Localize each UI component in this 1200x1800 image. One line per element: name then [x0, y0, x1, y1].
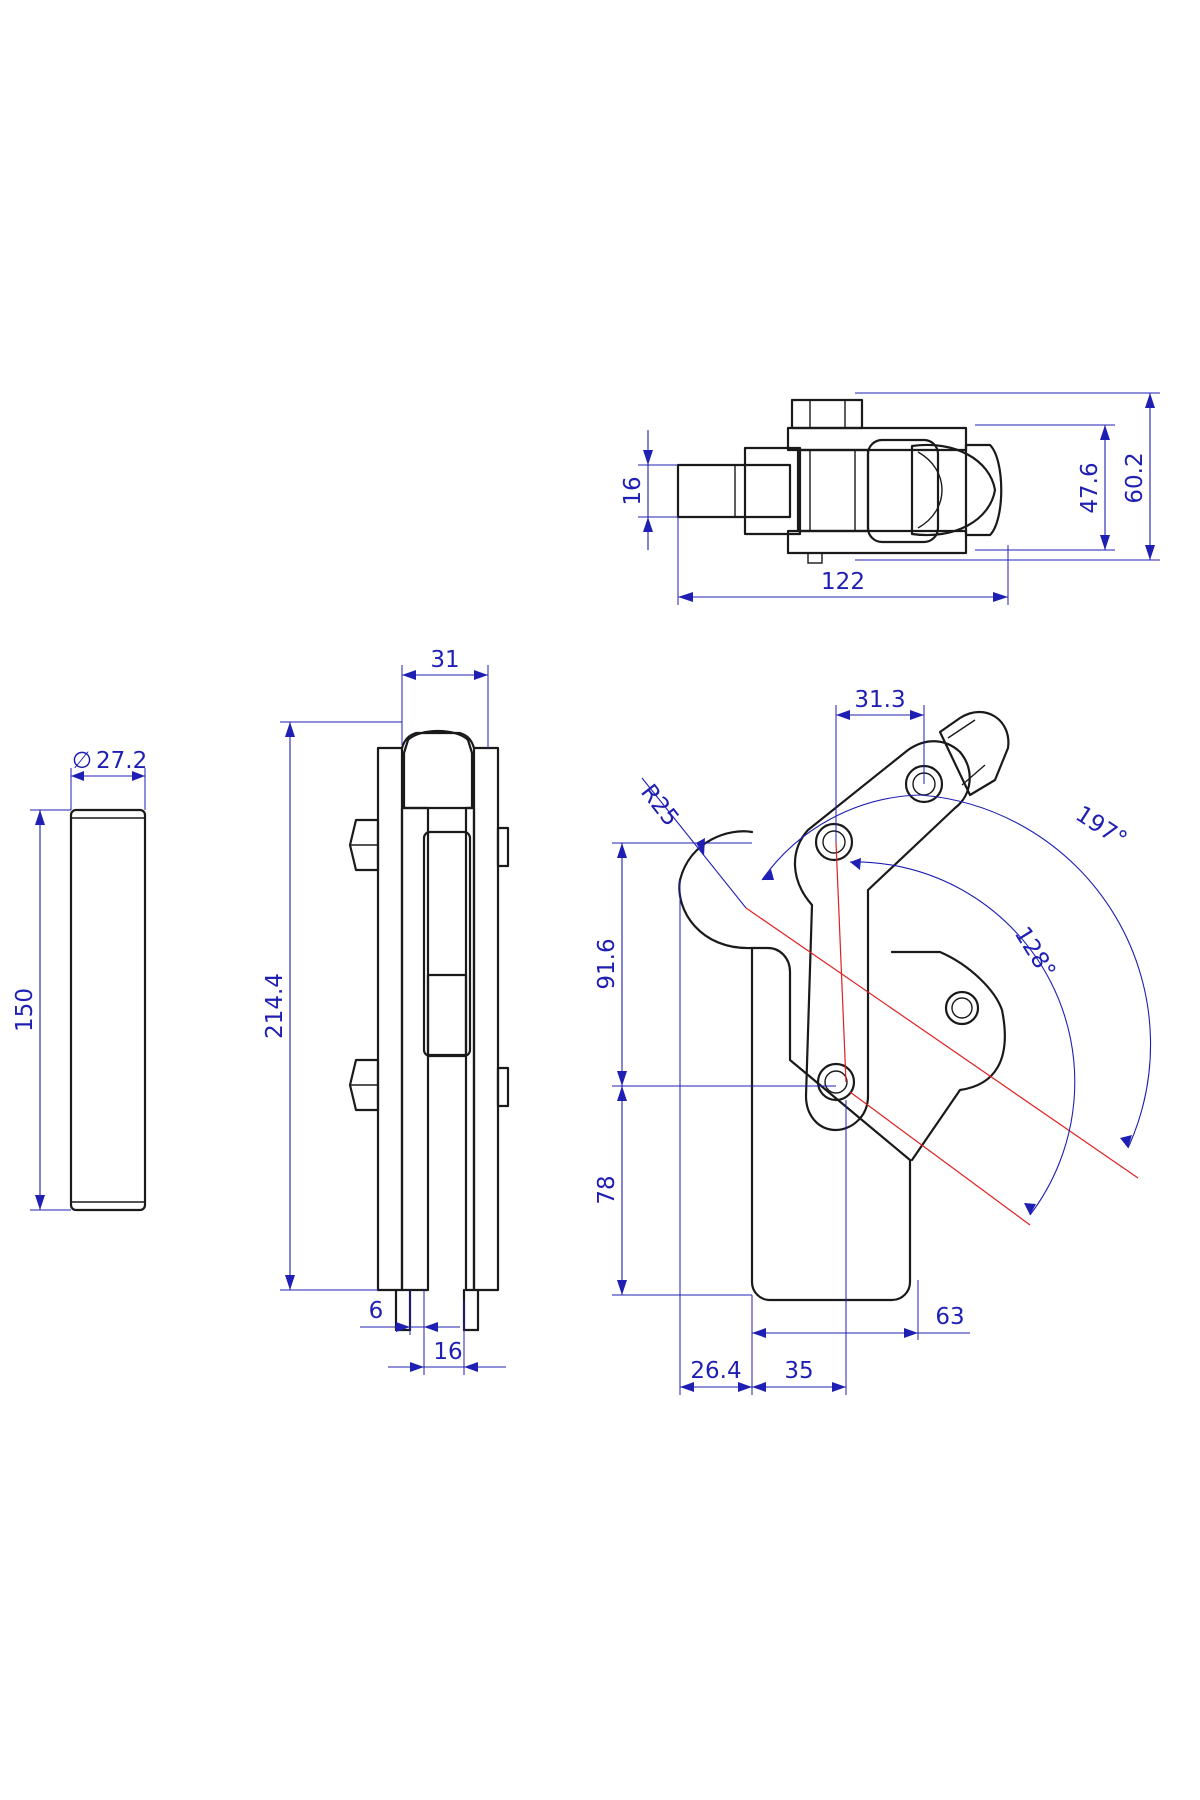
side-view-handle-knob [402, 730, 474, 810]
dim-front-handle-offset: 31.3 [854, 687, 905, 713]
dim-side-gap: 16 [433, 1339, 462, 1365]
dim-top-height-inner: 47.6 [1077, 462, 1103, 513]
front-view-lever [890, 950, 1006, 1162]
side-view-left-outer-plate [376, 746, 404, 1292]
centerline-arm [835, 841, 847, 1083]
dim-front-radius: R25 [635, 780, 683, 832]
top-view-upper-plate [786, 426, 968, 452]
front-view-radius-profile [678, 830, 754, 950]
top-view-cap [964, 443, 1003, 537]
dim-side-plate-thickness: 6 [369, 1298, 384, 1324]
top-view-rod [676, 463, 792, 519]
centerline-lever [849, 1091, 1031, 1226]
dim-front-base-width: 63 [935, 1304, 964, 1330]
dimensions-pin-view: ∅ 27.2 150 [12, 748, 147, 1211]
dim-front-offset-left: 26.4 [690, 1358, 741, 1384]
dimensions-top-view: 60.2 47.6 16 122 [620, 392, 1160, 605]
dim-pin-diameter: 27.2 [96, 748, 147, 774]
dim-front-upper-height: 91.6 [594, 938, 620, 989]
top-view-block [743, 446, 802, 536]
top-view-grip [910, 443, 997, 537]
side-view-lower-nut [348, 1058, 380, 1112]
front-view-lower-pivot [816, 1062, 856, 1102]
centerlines [745, 841, 1139, 1226]
side-view-upper-pin-end [496, 826, 510, 868]
front-view-base [750, 946, 912, 1302]
side-view-right-outer-plate [472, 746, 500, 1292]
dim-side-width: 31 [430, 647, 459, 673]
dimensions-front-view: 31.3 R25 197° 128° 91.6 78 63 26.4 35 [594, 687, 1131, 1395]
front-view-lever-pivot [944, 990, 980, 1026]
side-view-upper-nut [348, 818, 380, 872]
side-view-lower-link [426, 973, 468, 1057]
front-view [678, 711, 1010, 1302]
arc-128 [849, 861, 1076, 1216]
angle-arcs [761, 794, 1152, 1216]
dim-pin-length: 150 [12, 988, 38, 1032]
dim-pin-diameter-symbol: ∅ [72, 748, 92, 774]
top-view-lower-plate [786, 529, 968, 555]
dimensions-side-view: 31 214.4 6 16 [262, 647, 506, 1375]
dim-front-lower-height: 78 [594, 1175, 620, 1204]
pin-body [69, 808, 147, 1212]
side-view-center-link [422, 830, 472, 1058]
pin-view [69, 808, 147, 1212]
top-view-nut [790, 398, 864, 430]
top-view-handle [866, 438, 940, 544]
dim-top-length: 122 [821, 569, 865, 595]
dim-side-height: 214.4 [262, 973, 288, 1039]
top-view [676, 398, 1003, 564]
dim-front-offset-pivot: 35 [784, 1358, 813, 1384]
dim-top-height-outer: 60.2 [1122, 452, 1148, 503]
front-view-upper-pivot [814, 822, 854, 862]
side-view-lower-pin-end [496, 1066, 510, 1108]
centerline-open [745, 907, 1139, 1179]
front-view-handle-grip [938, 711, 1010, 797]
dim-front-angle-open: 197° [1071, 801, 1132, 853]
dim-top-pin-width: 16 [620, 476, 646, 505]
dim-front-angle-handle: 128° [1009, 922, 1060, 983]
side-view [348, 730, 510, 1332]
front-view-arm [793, 740, 971, 1132]
top-view-body [796, 448, 870, 533]
